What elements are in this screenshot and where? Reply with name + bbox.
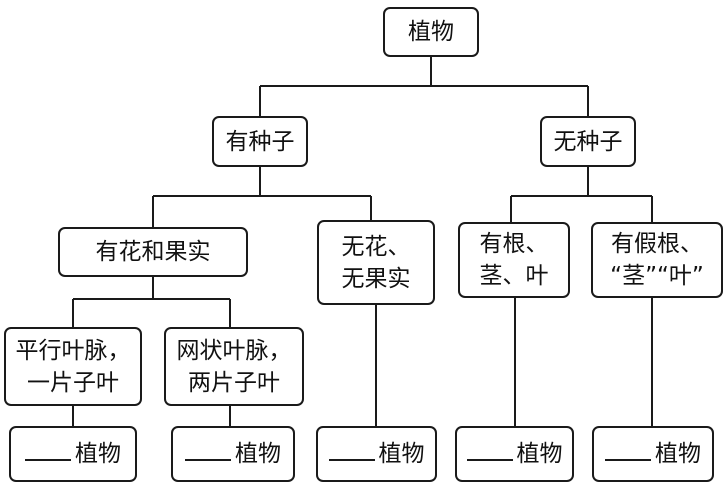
node-parallel-line2: 一片子叶 (27, 369, 119, 396)
answer-blank[interactable] (466, 439, 513, 461)
node-parallel-line1: 平行叶脉， (15, 337, 131, 364)
node-fake-root-line2: “茎”“叶” (610, 263, 704, 289)
node-no-flower-line1: 无花、 (341, 233, 411, 260)
answer-suffix: 植物 (378, 441, 425, 467)
node-flower-fruit: 有花和果实 (58, 227, 248, 277)
node-no-seed-label: 无种子 (553, 128, 623, 155)
answer-box-3-content: 植物 (328, 438, 425, 470)
node-parallel-veins: 平行叶脉， 一片子叶 (4, 327, 142, 406)
answer-suffix: 植物 (516, 441, 563, 467)
answer-suffix: 植物 (235, 441, 281, 467)
answer-box-4[interactable]: 植物 (455, 426, 574, 482)
answer-box-2-content: 植物 (185, 438, 281, 470)
node-net-line2: 两片子叶 (188, 369, 280, 396)
node-has-seed: 有种子 (212, 116, 308, 167)
answer-suffix: 植物 (655, 441, 701, 467)
answer-blank[interactable] (185, 439, 231, 461)
answer-blank[interactable] (328, 439, 375, 461)
node-fake-root-line1: 有假根、 (611, 231, 703, 257)
node-flower-fruit-label: 有花和果实 (95, 239, 211, 265)
node-root-stem-leaf: 有根、 茎、叶 (458, 222, 570, 298)
node-root-stem-leaf-line2: 茎、叶 (479, 263, 549, 289)
node-net-line1: 网状叶脉， (176, 337, 292, 364)
answer-box-2[interactable]: 植物 (171, 426, 295, 482)
answer-box-1[interactable]: 植物 (9, 426, 137, 482)
answer-blank[interactable] (25, 439, 71, 461)
root-label: 植物 (408, 19, 454, 45)
answer-box-5[interactable]: 植物 (592, 426, 714, 482)
node-net-veins: 网状叶脉， 两片子叶 (164, 327, 304, 406)
answer-blank[interactable] (605, 439, 651, 461)
answer-suffix: 植物 (75, 441, 121, 467)
answer-box-4-content: 植物 (466, 438, 563, 470)
node-has-seed-label: 有种子 (225, 128, 295, 155)
root-node-plant: 植物 (383, 7, 479, 57)
node-no-seed: 无种子 (540, 116, 636, 167)
answer-box-5-content: 植物 (605, 438, 701, 470)
answer-box-1-content: 植物 (25, 438, 121, 470)
node-root-stem-leaf-line1: 有根、 (479, 231, 549, 257)
node-no-flower-no-fruit: 无花、 无果实 (317, 220, 435, 305)
node-fake-root: 有假根、 “茎”“叶” (591, 222, 723, 298)
answer-box-3[interactable]: 植物 (316, 426, 437, 482)
node-no-flower-line2: 无果实 (341, 265, 411, 292)
